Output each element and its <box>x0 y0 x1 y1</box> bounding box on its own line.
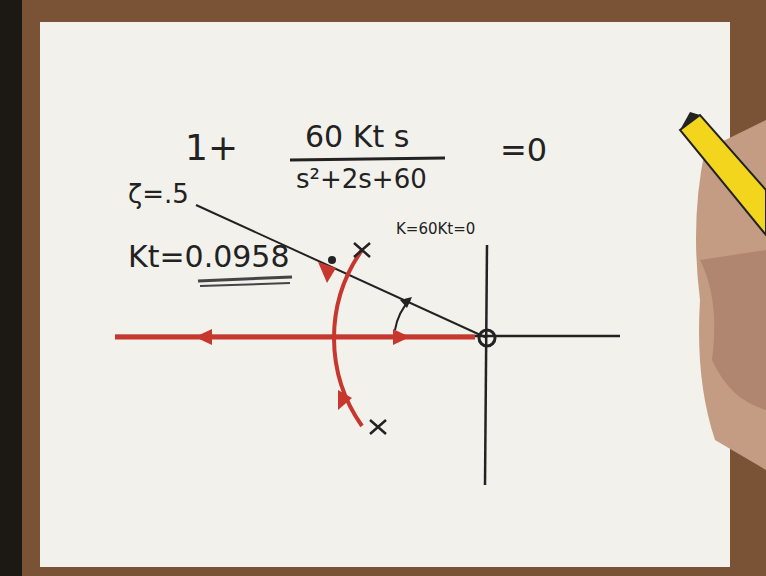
fraction-denominator: s²+2s+60 <box>296 165 427 194</box>
damping-ratio-label: ζ=.5 <box>128 180 189 209</box>
gain-label: K=60Kt=0 <box>396 221 475 238</box>
fraction-numerator: 60 Kt s <box>305 120 409 153</box>
equation-term: 1+ <box>185 128 238 168</box>
gain-value-label: Kt=0.0958 <box>128 240 290 273</box>
equation-term: =0 <box>500 133 547 168</box>
